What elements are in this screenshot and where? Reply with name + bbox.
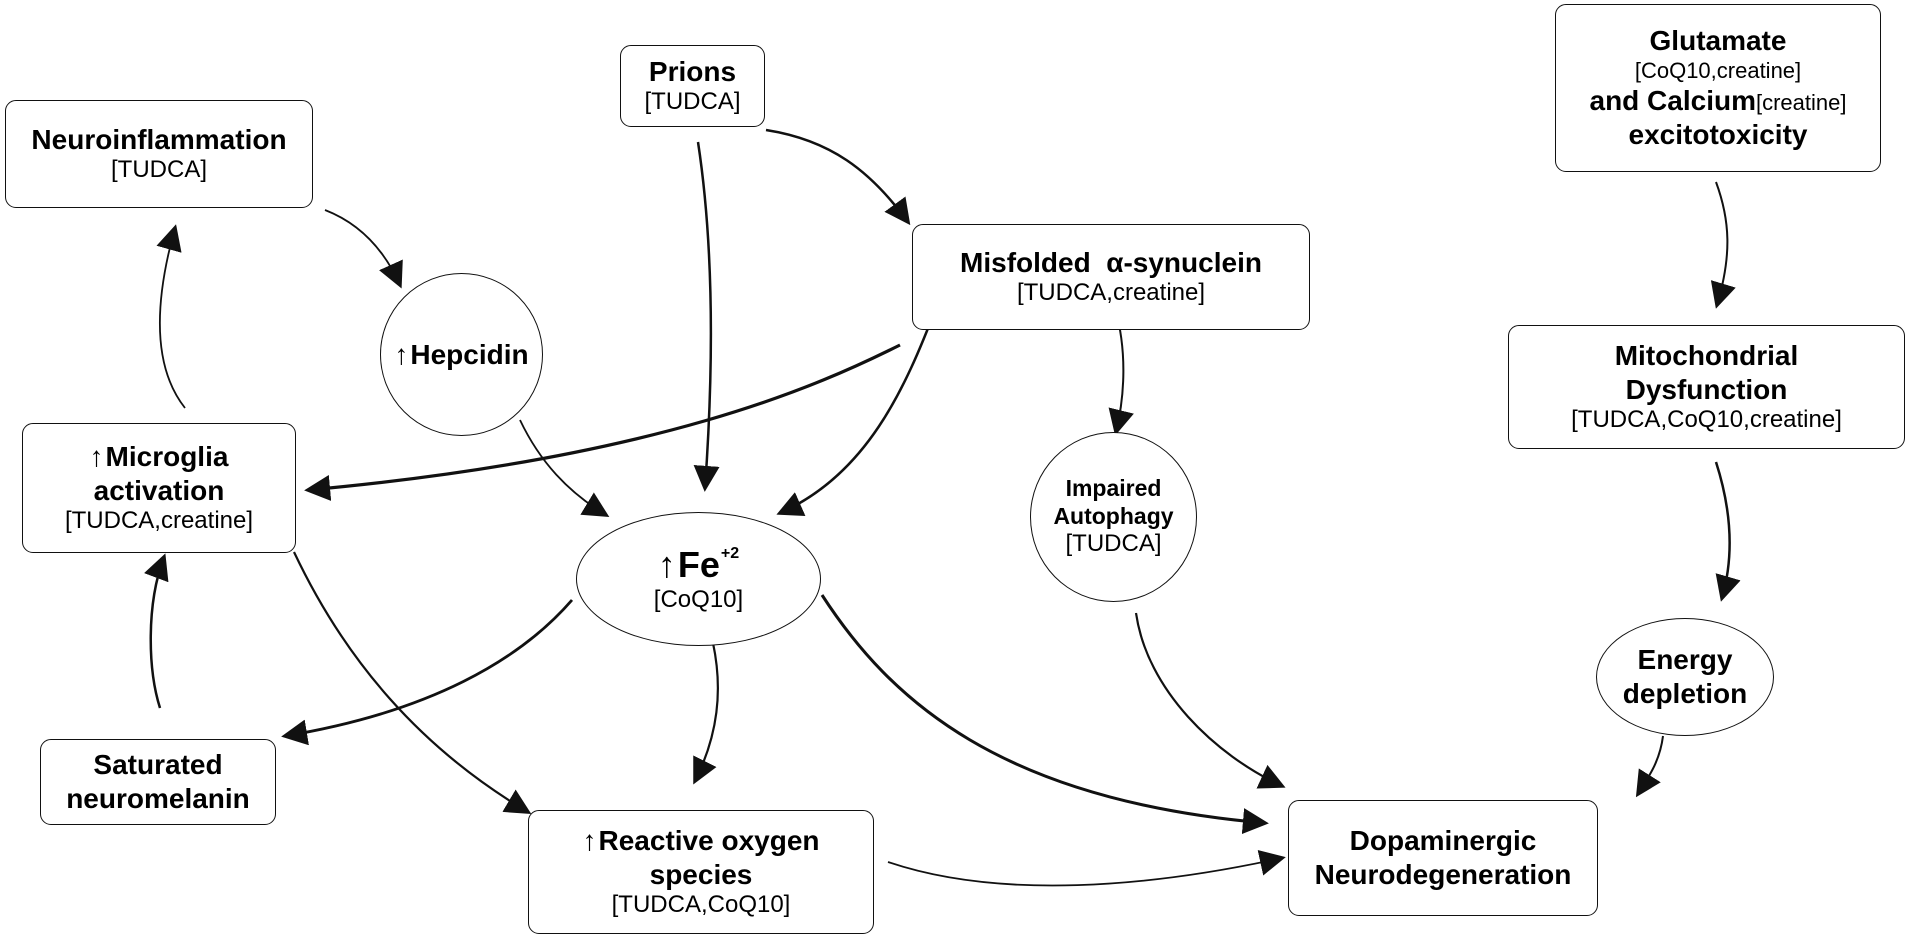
neuroinflammation-title: Neuroinflammation (31, 123, 287, 155)
edge-mitochondrial-dysfunction-to-energy-depletion (1714, 461, 1741, 602)
ros-line2: species (649, 858, 753, 890)
misfolded-title: Misfolded α-synuclein (960, 246, 1262, 278)
neuromelanin-line2: neuromelanin (66, 783, 250, 814)
edge-prions-to-iron (693, 141, 720, 492)
edge-neuroinflammation-to-hepcidin (324, 209, 403, 289)
mitochondrial-line1: Mitochondrial (1614, 340, 1799, 371)
node-saturated-neuromelanin: Saturated neuromelanin (40, 739, 276, 825)
edge-misfolded-synuclein-to-iron (776, 304, 939, 516)
iron-drugs: [CoQ10] (653, 586, 744, 614)
neuroinflammation-drugs: [TUDCA] (111, 156, 207, 184)
node-misfolded-synuclein: Misfolded α-synuclein [TUDCA,creatine] (912, 224, 1310, 330)
edge-energy-depletion-to-dopaminergic-neurodegeneration (1635, 735, 1664, 798)
dopaminergic-line2: Neurodegeneration (1314, 859, 1572, 890)
increase-arrow-icon: ↑ (657, 544, 676, 585)
autophagy-line2: Autophagy (1053, 502, 1174, 529)
increase-arrow-icon: ↑ (89, 441, 104, 472)
edge-glutamate-to-mitochondrial-dysfunction (1710, 181, 1736, 309)
microglia-title: Microglia (105, 441, 229, 472)
energy-line2: depletion (1622, 678, 1748, 709)
glutamate-line3a: and Calcium (1589, 85, 1756, 117)
node-prions: Prions [TUDCA] (620, 45, 765, 127)
node-neuroinflammation: Neuroinflammation [TUDCA] (5, 100, 313, 208)
edge-hepcidin-to-iron (519, 419, 610, 518)
glutamate-line3: and Calcium[creatine] (1590, 84, 1847, 118)
glutamate-line1: Glutamate (1649, 25, 1787, 57)
edge-saturated-neuromelanin-to-microglia-activation (144, 553, 169, 709)
node-glutamate-calcium-excitotoxicity: Glutamate [CoQ10,creatine] and Calcium[c… (1555, 4, 1881, 172)
edge-misfolded-synuclein-to-microglia-activation (304, 343, 901, 501)
edge-impaired-autophagy-to-dopaminergic-neurodegeneration (1134, 612, 1286, 789)
edge-microglia-activation-to-neuroinflammation (156, 224, 186, 409)
microglia-drugs: [TUDCA,creatine] (64, 507, 254, 535)
edge-reactive-oxygen-species-to-dopaminergic-neurodegeneration (887, 850, 1286, 887)
node-iron: ↑Fe+2 [CoQ10] (576, 512, 821, 646)
misfolded-drugs: [TUDCA,creatine] (1016, 279, 1206, 307)
increase-arrow-icon: ↑ (394, 338, 409, 370)
glutamate-line4: excitotoxicity (1628, 118, 1808, 150)
glutamate-line2: [CoQ10,creatine] (1634, 58, 1802, 83)
edge-iron-to-reactive-oxygen-species (693, 642, 719, 785)
neuromelanin-line1: Saturated (93, 749, 223, 781)
microglia-line1: ↑Microglia (90, 440, 229, 474)
autophagy-drugs: [TUDCA] (1065, 530, 1162, 558)
microglia-line2: activation (93, 474, 225, 506)
prions-drugs: [TUDCA] (644, 88, 741, 116)
node-impaired-autophagy: Impaired Autophagy [TUDCA] (1030, 432, 1197, 602)
node-reactive-oxygen-species: ↑Reactive oxygen species [TUDCA,CoQ10] (528, 810, 874, 934)
hepcidin-label: ↑Hepcidin (394, 338, 528, 372)
mitochondrial-drugs: [TUDCA,CoQ10,creatine] (1571, 406, 1842, 434)
autophagy-line1: Impaired (1065, 475, 1162, 501)
iron-label: ↑Fe+2 (658, 543, 739, 586)
node-microglia-activation: ↑Microglia activation [TUDCA,creatine] (22, 423, 296, 553)
glutamate-line3b: [creatine] (1755, 90, 1847, 116)
node-dopaminergic-neurodegeneration: Dopaminergic Neurodegeneration (1288, 800, 1598, 916)
iron-title: Fe (677, 544, 720, 585)
hepcidin-title: Hepcidin (410, 338, 529, 370)
prions-title: Prions (648, 55, 737, 87)
ros-title: Reactive oxygen (598, 825, 820, 856)
increase-arrow-icon: ↑ (582, 825, 597, 856)
node-mitochondrial-dysfunction: Mitochondrial Dysfunction [TUDCA,CoQ10,c… (1508, 325, 1905, 449)
edge-prions-to-misfolded-synuclein (765, 128, 911, 226)
node-hepcidin: ↑Hepcidin (380, 273, 543, 436)
dopaminergic-line1: Dopaminergic (1349, 825, 1537, 857)
node-energy-depletion: Energy depletion (1596, 618, 1774, 736)
edge-iron-to-dopaminergic-neurodegeneration (820, 594, 1269, 835)
ros-drugs: [TUDCA,CoQ10] (611, 891, 791, 919)
edge-microglia-activation-to-reactive-oxygen-species (293, 551, 532, 814)
energy-line1: Energy (1637, 644, 1733, 676)
mitochondrial-line2: Dysfunction (1625, 373, 1788, 405)
edge-iron-to-saturated-neuromelanin (281, 599, 574, 746)
ros-line1: ↑Reactive oxygen (583, 824, 820, 858)
iron-superscript: +2 (720, 545, 740, 562)
